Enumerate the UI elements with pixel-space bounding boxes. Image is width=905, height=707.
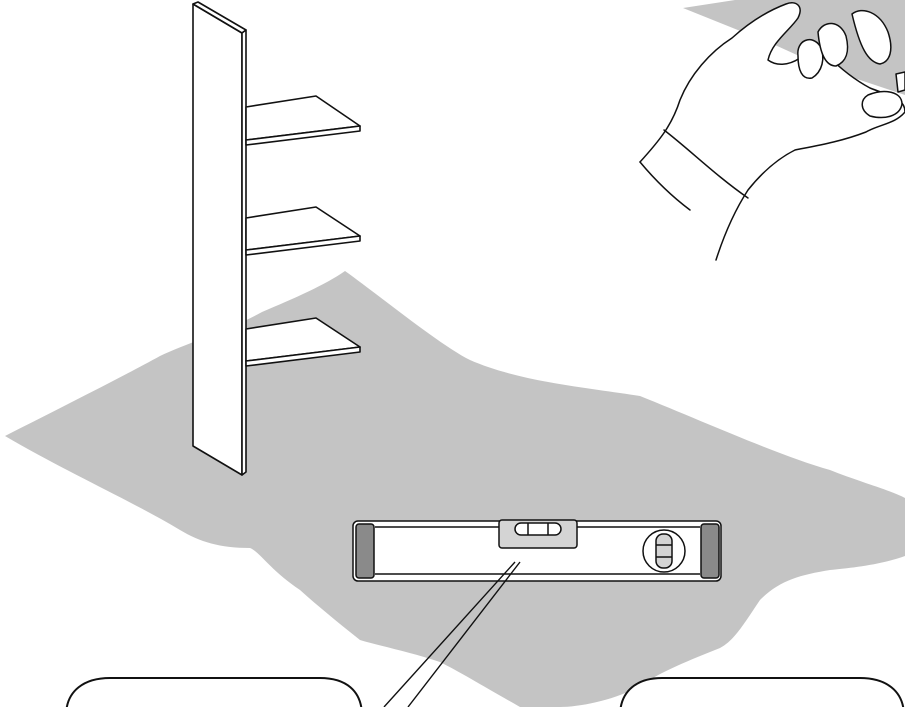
- hand-illustration: [640, 0, 905, 260]
- thumb-icon: [862, 92, 902, 118]
- side-panel: [193, 4, 242, 475]
- floor-protective-sheet: [5, 271, 905, 707]
- vertical-vial: [656, 534, 672, 568]
- callout-bubble-right: [620, 678, 904, 707]
- callout-bubble-left: [66, 678, 362, 707]
- finger-index: [798, 40, 823, 79]
- small-part: [896, 72, 905, 92]
- spirit-level: [353, 520, 721, 581]
- spirit-level-end-cap-right: [701, 524, 719, 578]
- spirit-level-end-cap-left: [356, 524, 374, 578]
- horizontal-vial: [515, 523, 561, 535]
